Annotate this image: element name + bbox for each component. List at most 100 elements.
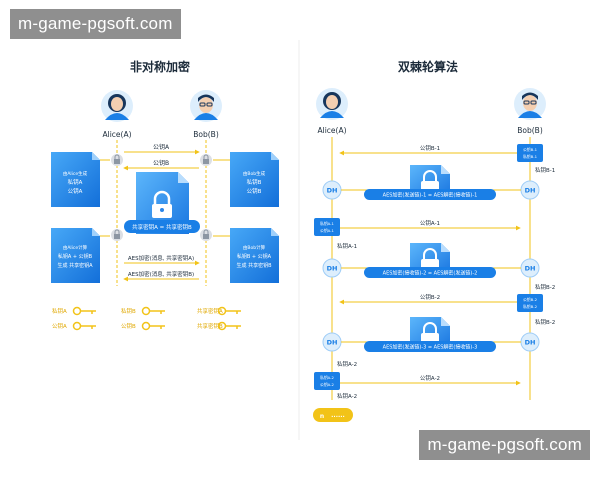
legend-item: 公钥A [52, 321, 96, 331]
doc-line: 由Alice计算 [63, 244, 88, 251]
priv-a2-label: 私钥A-2 [337, 360, 357, 368]
pub-b2-label: 公钥B-2 [420, 293, 440, 301]
legend-label: 私钥A [52, 307, 67, 315]
encrypted-document [410, 243, 450, 274]
dh-label: DH [327, 187, 338, 195]
bob-avatar [514, 88, 546, 120]
dh-node: DH [322, 332, 342, 352]
continuation-dots: ...... [331, 412, 345, 419]
key-icon [72, 321, 96, 331]
key-icon [217, 321, 241, 331]
key-card-line: 公钥B-2 [523, 297, 538, 302]
doc-alice-keys: 由Alice生成 私钥A 公钥A [51, 152, 100, 207]
dh-node: DH [520, 180, 540, 200]
key-card-line: 私钥B-2 [523, 304, 538, 309]
padlock-icon [152, 190, 172, 218]
doc-bob-shared: 由Bob计算 私钥B + 公钥A 生成 共享密钥B [230, 228, 279, 283]
priv-b1-label: 私钥B-1 [535, 166, 555, 174]
alice-label: Alice(A) [317, 126, 346, 135]
key-icon [72, 306, 96, 316]
aes-equation: AES加密(发送链)-1 = AES解密(接收链)-1 [383, 192, 478, 199]
doc-line: 生成 共享密钥A [57, 262, 93, 269]
key-legend: 私钥A 公钥A 私钥B 公钥B 共享密钥A 共享密钥B [52, 306, 241, 331]
bob-label: Bob(B) [193, 130, 219, 139]
key-card-line: 私钥B-1 [523, 154, 538, 159]
lock-icon [111, 229, 123, 241]
dh-node: DH [322, 258, 342, 278]
priv-b2-label: 私钥B-2 [535, 283, 555, 291]
dh-node: DH [520, 258, 540, 278]
dh-label: DH [525, 265, 536, 273]
priv-a2-label-lower: 私钥A-2 [337, 392, 357, 400]
doc-line: 私钥A + 公钥B [58, 253, 93, 260]
shared-key-document [136, 172, 189, 234]
bob-key-card: 公钥B-2 私钥B-2 [517, 294, 543, 312]
double-ratchet-panel: 双棘轮算法 Alice(A) Bob(B) 公钥B-1 公钥A-1 公钥B-2 [313, 59, 555, 422]
bob-avatar [190, 90, 222, 122]
legend-item: 私钥B [121, 306, 165, 316]
pub-a-label: 公钥A [153, 143, 170, 151]
watermark-bottom: m-game-pgsoft.com [419, 430, 590, 460]
key-card-line: 私钥A-1 [320, 221, 334, 226]
doc-line: 私钥B [247, 178, 262, 186]
alice-label: Alice(A) [102, 130, 131, 139]
doc-line: 生成 共享密钥B [236, 262, 272, 269]
ratchet-step: DH DH AES加密(发送链)-3 = AES解密(接收链)-3 [322, 317, 540, 352]
legend-label: 公钥A [52, 322, 67, 330]
dh-label: DH [327, 339, 338, 347]
legend-item: 共享密钥B [197, 321, 241, 331]
dh-node: DH [322, 180, 342, 200]
right-title: 双棘轮算法 [398, 59, 458, 74]
dh-label: DH [525, 339, 536, 347]
encrypted-document [410, 317, 450, 348]
bob-label: Bob(B) [517, 126, 543, 135]
bob-key-card: 公钥B-1 私钥B-1 [517, 144, 543, 162]
doc-bob-keys: 由Bob生成 私钥B 公钥B [230, 152, 279, 207]
legend-label: 公钥B [121, 322, 136, 330]
doc-line: 由Bob计算 [243, 244, 266, 251]
doc-line: 私钥A [68, 178, 83, 186]
pub-a1-label: 公钥A-1 [420, 219, 440, 227]
left-title: 非对称加密 [130, 59, 190, 74]
pub-a2-label: 公钥A-2 [420, 374, 440, 382]
continuation-pill: n ...... [313, 408, 353, 422]
key-card-line: 公钥A-1 [320, 228, 334, 233]
aes-badge: AES加密(发送链)-3 = AES解密(接收链)-3 [364, 341, 496, 352]
alice-key-card: 私钥A-1 公钥A-1 [314, 218, 340, 236]
lock-icon [111, 154, 123, 166]
shared-key-equation: 共享密钥A = 共享密钥B [132, 223, 192, 231]
lock-icon [200, 154, 212, 166]
doc-alice-shared: 由Alice计算 私钥A + 公钥B 生成 共享密钥A [51, 228, 100, 283]
ratchet-step: DH DH AES加密(发送链)-1 = AES解密(接收链)-1 [322, 165, 540, 200]
legend-item: 公钥B [121, 321, 165, 331]
ratchet-step: DH DH AES加密(接收链)-2 = AES解密(发送链)-2 [322, 243, 540, 278]
pub-b1-label: 公钥B-1 [420, 144, 440, 152]
aes-a-to-b-label: AES加密(消息, 共享密钥A) [128, 254, 194, 262]
doc-line: 公钥A [68, 187, 83, 195]
key-card-line: 公钥A-2 [320, 382, 334, 387]
legend-item: 共享密钥A [197, 306, 241, 316]
lock-icon [200, 229, 212, 241]
alice-key-card: 私钥A-2 公钥A-2 [314, 372, 340, 390]
doc-line: 由Bob生成 [243, 170, 266, 177]
priv-b2-label-lower: 私钥B-2 [535, 318, 555, 326]
legend-label: 共享密钥A [197, 307, 223, 315]
aes-b-to-a-label: AES加密(消息, 共享密钥B) [128, 270, 194, 278]
aes-badge: AES加密(发送链)-1 = AES解密(接收链)-1 [364, 189, 496, 200]
legend-label: 共享密钥B [197, 322, 223, 330]
alice-avatar [101, 90, 133, 122]
continuation-marker: n [320, 413, 324, 420]
key-icon [141, 306, 165, 316]
key-card-line: 公钥B-1 [523, 147, 538, 152]
key-icon [217, 306, 241, 316]
doc-line: 私钥B + 公钥A [237, 253, 272, 260]
legend-label: 私钥B [121, 307, 136, 315]
doc-line: 公钥B [247, 187, 262, 195]
aes-equation: AES加密(发送链)-3 = AES解密(接收链)-3 [383, 344, 478, 351]
priv-a1-label: 私钥A-1 [337, 242, 357, 250]
doc-line: 由Alice生成 [63, 170, 88, 177]
dh-node: DH [520, 332, 540, 352]
aes-badge: AES加密(接收链)-2 = AES解密(发送链)-2 [364, 267, 496, 278]
